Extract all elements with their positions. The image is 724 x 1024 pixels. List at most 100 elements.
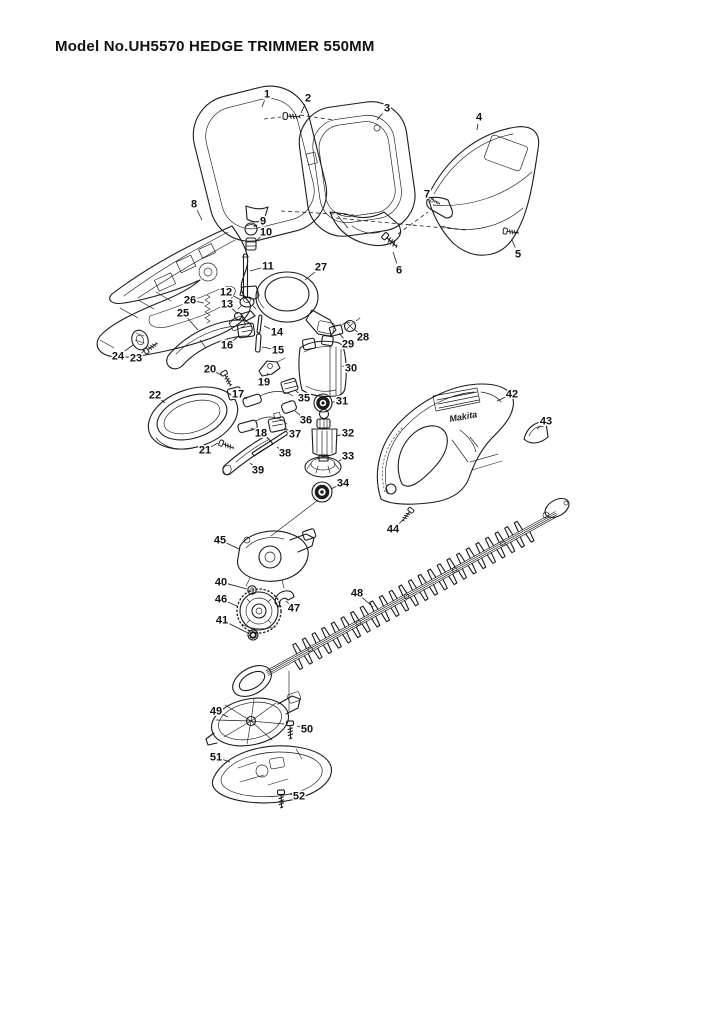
part-leader-17 xyxy=(243,397,248,400)
part-35-terminal-block xyxy=(280,377,299,394)
part-48-blade-assembly xyxy=(232,497,570,697)
part-label-35: 35 xyxy=(298,393,310,405)
part-leader-14 xyxy=(263,325,271,330)
part-1-front-handle xyxy=(192,85,328,242)
part-label-22: 22 xyxy=(149,390,161,402)
part-leader-32 xyxy=(335,434,342,437)
part-leader-51 xyxy=(222,758,231,763)
part-leader-26 xyxy=(196,301,205,304)
part-29-carbon-brush xyxy=(328,322,351,337)
part-leader-36 xyxy=(294,410,301,416)
part-leader-23 xyxy=(140,349,146,354)
part-label-2: 2 xyxy=(305,93,311,105)
part-6-screw xyxy=(380,231,400,250)
part-label-36: 36 xyxy=(300,415,312,427)
part-leader-3 xyxy=(376,113,383,121)
part-leader-47 xyxy=(285,600,289,604)
part-leader-34 xyxy=(330,485,337,490)
part-label-5: 5 xyxy=(515,249,521,261)
part-leader-5 xyxy=(511,239,516,248)
part-leader-29 xyxy=(338,332,344,339)
part-52-screw xyxy=(276,789,286,809)
part-label-18: 18 xyxy=(255,428,267,440)
part-label-1: 1 xyxy=(264,89,270,101)
part-20-screw-group xyxy=(219,369,234,388)
part-42-motor-housing: Makita xyxy=(376,383,514,505)
part-label-49: 49 xyxy=(210,706,222,718)
part-label-31: 31 xyxy=(336,396,348,408)
part-22-rear-cover xyxy=(147,386,243,450)
part-label-3: 3 xyxy=(384,103,390,115)
part-label-17: 17 xyxy=(232,389,244,401)
part-28-brush-cap xyxy=(343,317,361,333)
part-11-rod xyxy=(241,253,250,299)
part-label-9: 9 xyxy=(260,216,266,228)
part-leader-35 xyxy=(294,389,300,394)
part-label-6: 6 xyxy=(396,265,402,277)
part-label-34: 34 xyxy=(337,478,350,490)
part-label-42: 42 xyxy=(506,389,518,401)
part-label-43: 43 xyxy=(540,416,552,428)
part-leader-37 xyxy=(283,427,290,431)
part-leader-4 xyxy=(476,123,479,131)
part-leader-15 xyxy=(261,346,272,350)
part-21-screw xyxy=(217,439,236,452)
part-3-rear-handle xyxy=(298,101,416,247)
part-43-cap xyxy=(523,421,549,444)
part-30-field xyxy=(298,335,347,397)
part-leader-2 xyxy=(300,104,306,114)
part-label-45: 45 xyxy=(214,535,226,547)
part-label-46: 46 xyxy=(215,594,227,606)
part-label-8: 8 xyxy=(191,199,197,211)
part-leader-18 xyxy=(250,427,255,431)
part-leader-33 xyxy=(338,459,343,462)
part-24-washer xyxy=(131,329,149,351)
part-label-23: 23 xyxy=(130,353,142,365)
part-label-12: 12 xyxy=(220,287,232,299)
part-label-16: 16 xyxy=(221,340,233,352)
part-leader-38 xyxy=(276,446,280,450)
part-14-pin xyxy=(256,314,263,334)
part-41-ring xyxy=(247,629,259,641)
part-label-41: 41 xyxy=(216,615,228,627)
part-34-bearing xyxy=(311,481,333,503)
part-leader-49 xyxy=(222,713,229,718)
part-label-27: 27 xyxy=(315,262,327,274)
part-leader-44 xyxy=(397,519,404,525)
part-25-grip-cover xyxy=(166,315,253,370)
part-51-bottom-cover xyxy=(211,745,332,804)
part-label-52: 52 xyxy=(293,791,305,803)
part-leader-25 xyxy=(187,317,199,331)
part-leader-24 xyxy=(123,344,134,353)
part-label-21: 21 xyxy=(199,445,211,457)
part-label-14: 14 xyxy=(271,327,284,339)
part-7-screw xyxy=(429,197,441,206)
part-label-7: 7 xyxy=(424,189,430,201)
part-leader-27 xyxy=(304,271,316,281)
part-label-50: 50 xyxy=(301,724,313,736)
part-39-cord-guard xyxy=(222,435,274,476)
part-leader-6 xyxy=(392,251,398,264)
part-leader-40 xyxy=(227,583,248,590)
part-10-sleeve xyxy=(245,237,257,251)
part-46-gear xyxy=(236,588,282,634)
part-label-11: 11 xyxy=(262,261,274,273)
part-36-plate xyxy=(281,400,297,414)
part-leader-46 xyxy=(227,601,238,607)
part-leader-12 xyxy=(231,294,242,301)
part-leader-9 xyxy=(253,224,258,228)
part-label-32: 32 xyxy=(342,428,354,440)
part-45-crank-housing xyxy=(237,528,317,589)
part-label-37: 37 xyxy=(289,429,301,441)
part-label-33: 33 xyxy=(342,451,354,463)
part-label-48: 48 xyxy=(351,588,363,600)
part-leader-52 xyxy=(288,793,293,796)
part-label-51: 51 xyxy=(210,752,222,764)
part-leader-28 xyxy=(353,328,359,333)
part-leader-21 xyxy=(210,442,219,448)
part-label-19: 19 xyxy=(258,377,270,389)
part-label-30: 30 xyxy=(345,363,357,375)
part-23-screw xyxy=(142,340,160,355)
part-leader-20 xyxy=(215,372,222,376)
